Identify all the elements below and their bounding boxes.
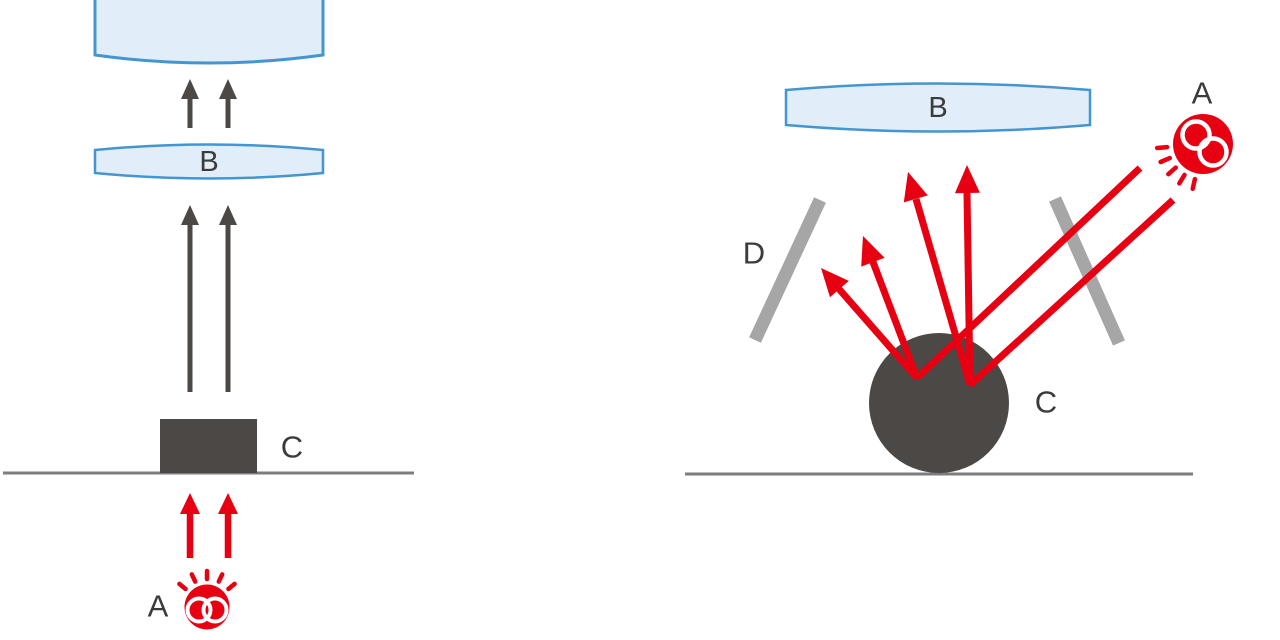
right-lens-label: B	[928, 92, 947, 124]
right-source-label: A	[1192, 76, 1213, 111]
scattered-ray-arrows	[821, 165, 980, 386]
illumination-arrows-below	[180, 493, 238, 558]
transmitted-ray-arrows-upper	[181, 79, 237, 128]
left-figure-transmitted-light: B C A	[3, 0, 414, 630]
specimen-block	[160, 419, 257, 473]
transmitted-ray-arrows-long	[181, 205, 237, 392]
baffle-label: D	[743, 236, 765, 271]
left-baffle-bar	[749, 197, 826, 343]
right-lens-icon	[784, 82, 1092, 133]
objective-lens-icon	[93, 0, 325, 65]
left-specimen-label: C	[281, 430, 303, 465]
left-source-label: A	[148, 589, 169, 624]
condenser-lens-icon	[93, 143, 325, 180]
right-light-source-icon	[1154, 114, 1233, 192]
left-lens-label: B	[199, 146, 218, 178]
right-baffle-bar	[1049, 196, 1125, 346]
right-specimen-label: C	[1035, 385, 1057, 420]
right-figure-reflected-light: B D C	[685, 76, 1233, 476]
light-source-icon	[177, 568, 237, 630]
